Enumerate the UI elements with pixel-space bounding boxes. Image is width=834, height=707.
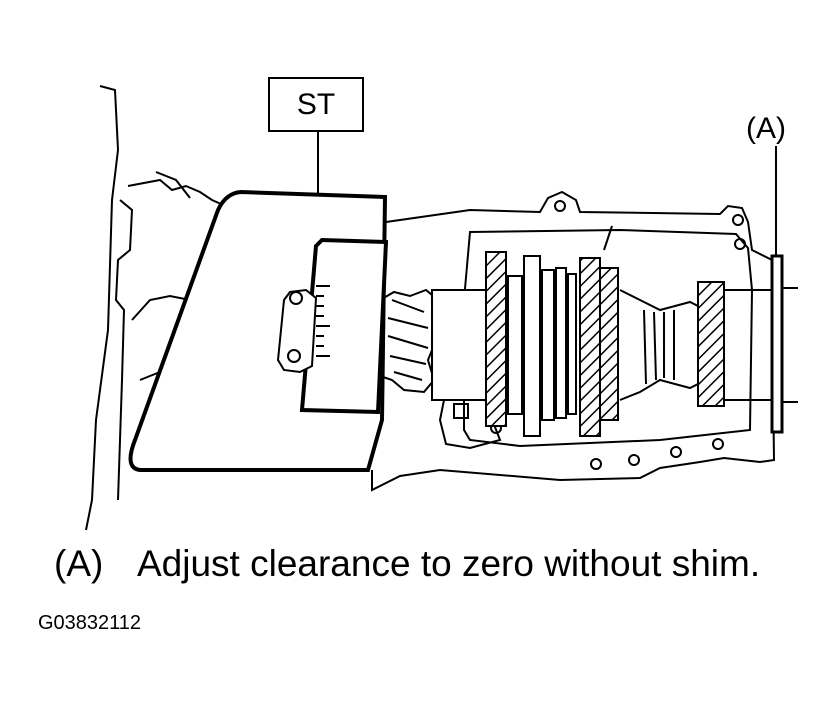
caption-text: Adjust clearance to zero without shim. — [137, 543, 761, 584]
figure-id: G03832112 — [38, 612, 142, 634]
special-tool-label-text: ST — [296, 87, 336, 121]
shaft-and-bellows — [379, 288, 775, 401]
gap-callout-a — [770, 146, 798, 434]
caption: (A) Adjust clearance to zero without shim… — [54, 543, 760, 585]
vehicle-body-outline — [85, 85, 231, 531]
gauge-scale-ticks — [316, 285, 330, 357]
clutch-pack — [485, 251, 725, 437]
depth-gauge — [276, 237, 389, 415]
caption-key: (A) — [54, 543, 104, 584]
callout-a-label: (A) — [746, 112, 786, 145]
special-tool-label: ST — [268, 77, 364, 132]
